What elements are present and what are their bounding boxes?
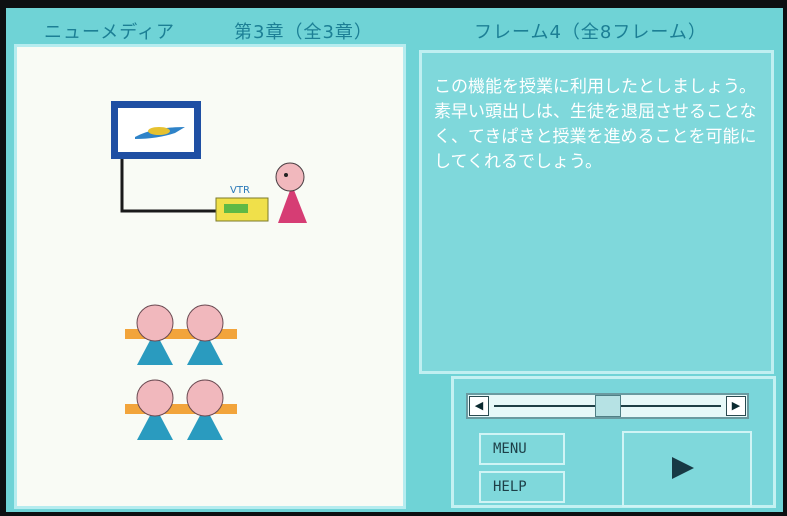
text-panel: この機能を授業に利用したとしましょう。素早い頭出しは、生徒を退屈させることなく、… <box>419 50 774 374</box>
vtr-label: VTR <box>230 185 250 196</box>
slider-thumb[interactable] <box>594 395 621 417</box>
students-icon <box>125 304 237 440</box>
frame-indicator: フレーム4（全8フレーム） <box>474 22 707 43</box>
classroom-illustration: VTR <box>111 101 307 440</box>
narration-text: この機能を授業に利用したとしましょう。素早い頭出しは、生徒を退屈させることなく、… <box>434 77 757 172</box>
slider-right-arrow-icon[interactable]: ▶ <box>726 396 746 416</box>
cable <box>120 159 217 213</box>
monitor-airplane-icon <box>111 101 201 159</box>
play-button[interactable] <box>622 431 752 507</box>
app-title: ニューメディア <box>44 22 176 43</box>
slider-left-arrow-icon[interactable]: ◀ <box>469 396 489 416</box>
title-bar: ニューメディア 第3章（全3章） フレーム4（全8フレーム） <box>6 14 783 44</box>
menu-button[interactable]: MENU <box>479 433 565 465</box>
vtr-deck-icon: VTR <box>215 185 269 222</box>
teacher-icon <box>275 162 307 223</box>
control-panel: ◀ ▶ MENU HELP <box>451 376 776 508</box>
illustration-panel: VTR <box>14 44 406 509</box>
frame-slider[interactable]: ◀ ▶ <box>466 393 749 419</box>
chapter-indicator: 第3章（全3章） <box>234 22 373 43</box>
help-button[interactable]: HELP <box>479 471 565 503</box>
app-screen: ニューメディア 第3章（全3章） フレーム4（全8フレーム） VTR <box>6 8 783 512</box>
play-icon <box>672 457 694 479</box>
